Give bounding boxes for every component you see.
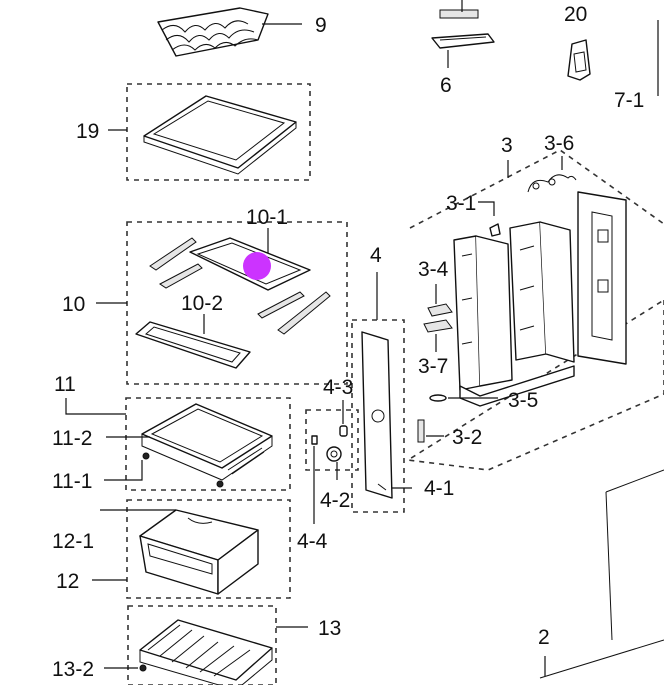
callout-3-5[interactable]: 3-5: [508, 389, 538, 412]
callout-3[interactable]: 3: [501, 134, 513, 157]
callout-10[interactable]: 10: [62, 293, 85, 316]
callout-4-3[interactable]: 4-3: [323, 376, 353, 399]
callout-10-1[interactable]: 10-1: [246, 206, 288, 229]
group-4-box: [351, 319, 405, 513]
group-3-box: [405, 149, 664, 471]
part-3-1-sensor[interactable]: [489, 223, 501, 237]
callout-4-1[interactable]: 4-1: [424, 477, 454, 500]
part-3-air-duct[interactable]: [453, 221, 575, 407]
callout-11[interactable]: 11: [54, 373, 76, 396]
callout-13[interactable]: 13: [318, 617, 341, 640]
callout-2[interactable]: 2: [538, 626, 550, 649]
callout-3-7[interactable]: 3-7: [418, 355, 448, 378]
callout-3-2[interactable]: 3-2: [452, 426, 482, 449]
part-3-back-panel[interactable]: [577, 191, 627, 365]
part-9-wine-rack[interactable]: [157, 7, 269, 57]
callout-19[interactable]: 19: [76, 120, 99, 143]
callout-9[interactable]: 9: [315, 14, 327, 37]
part-3-2-strip[interactable]: [417, 419, 425, 443]
part-10-1-shelf-frame[interactable]: [149, 237, 331, 335]
callout-7-1[interactable]: 7-1: [614, 89, 644, 112]
callout-20[interactable]: 20: [564, 3, 587, 26]
group-19-box: [126, 83, 311, 181]
part-3-4-bracket[interactable]: [423, 303, 453, 333]
part-2-cabinet[interactable]: [539, 469, 664, 679]
callout-10-2[interactable]: 10-2: [181, 292, 223, 315]
part-3-5-gasket[interactable]: [429, 394, 447, 402]
callout-12-1[interactable]: 12-1: [52, 530, 94, 553]
callout-3-1[interactable]: 3-1: [446, 192, 476, 215]
part-11-1-foot[interactable]: [142, 452, 150, 460]
callout-4-4[interactable]: 4-4: [297, 530, 328, 553]
callout-6[interactable]: 6: [440, 74, 452, 97]
part-4-4-clip[interactable]: [311, 435, 318, 445]
callout-4-2[interactable]: 4-2: [320, 489, 350, 512]
part-3-6-wire-harness[interactable]: [527, 174, 577, 193]
part-4-1-panel[interactable]: [361, 331, 393, 499]
callout-11-1[interactable]: 11-1: [52, 470, 92, 493]
part-12-drawer[interactable]: [139, 509, 259, 595]
part-11-crisper-cover[interactable]: [141, 403, 273, 481]
part-4-3-knob[interactable]: [339, 425, 348, 437]
group-13-box: [127, 605, 277, 685]
highlight-marker[interactable]: [243, 252, 271, 280]
callout-13-2[interactable]: 13-2: [52, 658, 94, 681]
part-20-bracket[interactable]: [567, 39, 591, 81]
part-19-shelf[interactable]: [143, 95, 297, 175]
group-4-sub-box: [305, 409, 359, 471]
callout-4[interactable]: 4: [370, 244, 382, 267]
callout-3-4[interactable]: 3-4: [418, 258, 449, 281]
part-6-top-bar[interactable]: [431, 9, 495, 49]
part-10-2-glass[interactable]: [135, 321, 251, 369]
part-13-2-screw[interactable]: [139, 664, 147, 672]
callout-11-2[interactable]: 11-2: [52, 427, 92, 450]
callout-12[interactable]: 12: [56, 570, 79, 593]
group-12-box: [126, 499, 291, 599]
part-13-tray[interactable]: [139, 619, 273, 685]
group-11-box: [125, 397, 291, 491]
part-4-2-dial[interactable]: [326, 446, 342, 462]
callout-3-6[interactable]: 3-6: [544, 132, 574, 155]
